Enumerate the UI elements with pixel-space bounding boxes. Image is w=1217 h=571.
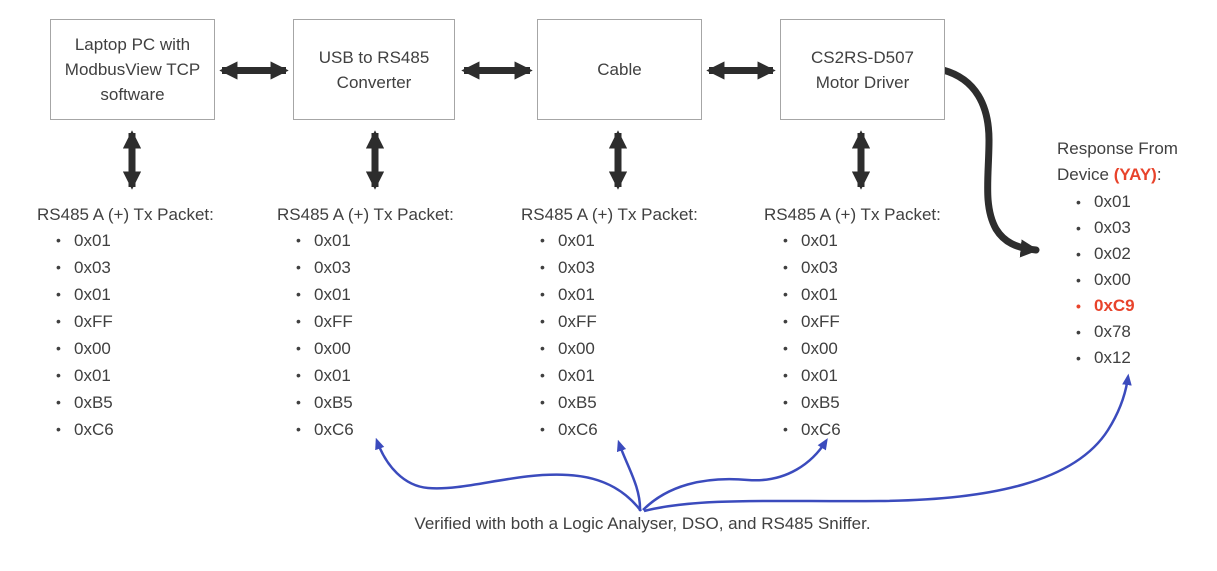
packet-byte: 0xB5 [37, 389, 242, 416]
response-title-colon: : [1156, 165, 1162, 184]
tx-packet-list-cable: RS485 A (+) Tx Packet: 0x010x030x010xFF0… [521, 205, 726, 443]
packet-byte: 0x01 [37, 362, 242, 389]
tx-packet-list-converter: RS485 A (+) Tx Packet: 0x010x030x010xFF0… [277, 205, 482, 443]
packet-byte: 0x01 [277, 227, 482, 254]
tx-packet-bytes: 0x010x030x010xFF0x000x010xB50xC6 [37, 227, 242, 443]
packet-byte: 0x01 [764, 281, 969, 308]
packet-byte: 0x01 [277, 362, 482, 389]
verification-caption: Verified with both a Logic Analyser, DSO… [414, 514, 871, 533]
packet-byte: 0x03 [1057, 215, 1207, 241]
device-box-label: Cable [597, 60, 642, 79]
packet-byte: 0xB5 [277, 389, 482, 416]
packet-byte: 0x00 [277, 335, 482, 362]
tx-packet-title: RS485 A (+) Tx Packet: [764, 205, 941, 224]
packet-byte: 0x01 [521, 227, 726, 254]
packet-byte: 0x02 [1057, 241, 1207, 267]
packet-byte: 0x00 [1057, 267, 1207, 293]
packet-byte: 0x03 [521, 254, 726, 281]
packet-byte: 0xC6 [277, 416, 482, 443]
device-box-laptop: Laptop PC with ModbusView TCP software [50, 19, 215, 120]
response-list: Response From Device (YAY): 0x010x030x02… [1057, 136, 1207, 371]
packet-byte: 0xB5 [764, 389, 969, 416]
packet-byte: 0x78 [1057, 319, 1207, 345]
packet-byte: 0xC6 [764, 416, 969, 443]
device-box-usb-rs485-converter: USB to RS485 Converter [293, 19, 455, 120]
annotation-arrow-cable-packet [616, 439, 642, 512]
tx-packet-title: RS485 A (+) Tx Packet: [521, 205, 698, 224]
packet-byte: 0xC6 [521, 416, 726, 443]
device-box-label: Laptop PC with ModbusView TCP software [64, 35, 201, 104]
packet-byte: 0x01 [764, 362, 969, 389]
packet-byte: 0x03 [764, 254, 969, 281]
annotation-arrow-driver-packet [642, 438, 828, 511]
packet-byte: 0x01 [521, 281, 726, 308]
packet-byte: 0xFF [764, 308, 969, 335]
packet-byte: 0x00 [764, 335, 969, 362]
device-box-label: USB to RS485 Converter [318, 47, 430, 92]
tx-packet-bytes: 0x010x030x010xFF0x000x010xB50xC6 [521, 227, 726, 443]
packet-byte: 0xFF [277, 308, 482, 335]
packet-byte: 0xC6 [37, 416, 242, 443]
tx-packet-title: RS485 A (+) Tx Packet: [37, 205, 214, 224]
tx-packet-bytes: 0x010x030x010xFF0x000x010xB50xC6 [277, 227, 482, 443]
packet-byte: 0x01 [37, 281, 242, 308]
tx-packet-list-driver: RS485 A (+) Tx Packet: 0x010x030x010xFF0… [764, 205, 969, 443]
tx-packet-list-laptop: RS485 A (+) Tx Packet: 0x010x030x010xFF0… [37, 205, 242, 443]
device-box-label: CS2RS-D507 Motor Driver [811, 47, 914, 92]
response-title-text: Response From Device [1057, 139, 1178, 184]
annotation-arrow-response-packet [643, 373, 1132, 513]
packet-byte: 0xC9 [1057, 293, 1207, 319]
packet-byte: 0x01 [1057, 189, 1207, 215]
packet-byte: 0xFF [521, 308, 726, 335]
packet-byte: 0x03 [277, 254, 482, 281]
response-title: Response From Device (YAY): [1057, 136, 1207, 188]
tx-packet-title: RS485 A (+) Tx Packet: [277, 205, 454, 224]
packet-byte: 0x03 [37, 254, 242, 281]
device-box-motor-driver: CS2RS-D507 Motor Driver [780, 19, 945, 120]
annotation-arrow-converter-packet [375, 437, 642, 512]
tx-packet-bytes: 0x010x030x010xFF0x000x010xB50xC6 [764, 227, 969, 443]
packet-byte: 0x01 [521, 362, 726, 389]
packet-byte: 0x12 [1057, 345, 1207, 371]
device-box-cable: Cable [537, 19, 702, 120]
curved-arrow-driver-response [939, 66, 1040, 258]
packet-byte: 0x01 [37, 227, 242, 254]
packet-byte: 0x00 [521, 335, 726, 362]
packet-byte: 0x01 [277, 281, 482, 308]
packet-byte: 0x01 [764, 227, 969, 254]
packet-byte: 0xFF [37, 308, 242, 335]
packet-byte: 0xB5 [521, 389, 726, 416]
packet-byte: 0x00 [37, 335, 242, 362]
response-bytes: 0x010x030x020x000xC90x780x12 [1057, 189, 1207, 371]
response-title-yay: (YAY) [1113, 165, 1157, 184]
